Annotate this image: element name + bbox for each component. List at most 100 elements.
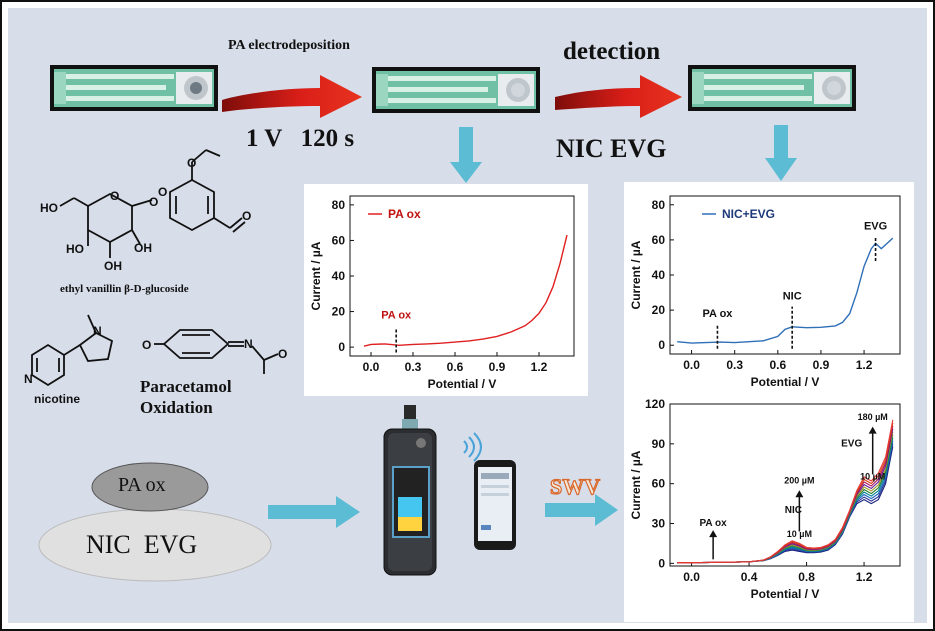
x-tick-label: 0.3: [405, 360, 422, 374]
portable-potentiostat: [383, 405, 516, 576]
red-arrow-step2: [555, 75, 682, 118]
svg-text:OH: OH: [104, 259, 122, 273]
plot-frame: [349, 195, 575, 357]
svg-text:HO: HO: [66, 242, 84, 256]
annotation-evg: EVG: [841, 438, 862, 449]
x-tick-label: 0.6: [769, 358, 786, 372]
bubble-pa-ox: PA ox: [118, 474, 166, 496]
teal-arrow-down-1: [450, 127, 482, 183]
x-axis-label: Potential / V: [751, 375, 820, 389]
analyte-bubbles: [38, 462, 272, 582]
paracetamol-caption-line1: Paracetamol: [140, 377, 232, 396]
y-tick-label: 60: [652, 477, 666, 491]
x-tick-label: 0.9: [489, 360, 506, 374]
annotation-evg-high: 180 µM: [858, 412, 888, 422]
annotation-nic: NIC: [785, 505, 802, 516]
y-tick-label: 40: [652, 268, 666, 282]
arrow-nic-head: [795, 490, 804, 498]
x-tick-label: 0.8: [798, 570, 815, 584]
svg-text:O: O: [242, 209, 251, 223]
y-axis-label: Current / µA: [629, 240, 643, 309]
y-axis-label: Current / µA: [309, 241, 323, 310]
swv-curve-10: [677, 419, 894, 564]
y-tick-label: 80: [652, 198, 666, 212]
y-tick-label: 30: [652, 517, 666, 531]
svg-text:O: O: [278, 347, 287, 361]
y-tick-label: 40: [332, 269, 346, 283]
nicotine-caption: nicotine: [34, 392, 81, 406]
y-tick-label: 80: [332, 198, 346, 212]
red-arrow-step1: [222, 75, 362, 118]
svg-text:O: O: [187, 156, 196, 170]
svg-text:OH: OH: [134, 241, 152, 255]
ethyl-vanillin-glucoside-structure: O O O HO HO OH OH O O: [40, 149, 251, 273]
svg-text:N: N: [93, 324, 102, 338]
annotation-nic-low: 10 µM: [787, 529, 812, 539]
step2-analytes: NIC EVG: [556, 134, 667, 163]
x-tick-label: 0.3: [726, 358, 743, 372]
vanillin-caption: ethyl vanillin β-D-glucoside: [60, 283, 189, 295]
bubble-nic-evg: NIC EVG: [86, 530, 198, 559]
svg-text:N: N: [244, 337, 253, 351]
x-tick-label: 0.0: [683, 358, 700, 372]
technique-label: SWV: [549, 473, 601, 499]
x-tick-label: 0.9: [813, 358, 830, 372]
annotation-nic-high: 200 µM: [784, 476, 814, 486]
y-tick-label: 90: [652, 437, 666, 451]
annotation-pa-ox: PA ox: [381, 310, 412, 322]
annotation-pa-ox: PA ox: [700, 518, 728, 529]
x-tick-label: 0.0: [683, 570, 700, 584]
series-line-nic-evg: [677, 237, 894, 344]
step2-label: detection: [563, 38, 661, 65]
step1-params: 1 V 120 s: [246, 125, 355, 152]
x-tick-label: 0.0: [363, 360, 380, 374]
electrode-bare: [50, 65, 218, 111]
x-tick-label: 1.2: [856, 570, 873, 584]
electrode-modified: [372, 67, 540, 113]
x-axis-label: Potential / V: [751, 587, 820, 601]
annotation-pa-ox: PA ox: [702, 308, 733, 320]
annotation-evg: EVG: [864, 220, 887, 232]
y-tick-label: 120: [645, 397, 665, 411]
series-line-pa-ox: [363, 234, 568, 347]
paracetamol-oxidation-structure: O N O: [142, 329, 287, 374]
y-tick-label: 0: [658, 338, 665, 352]
y-tick-label: 60: [652, 233, 666, 247]
legend-label: NIC+EVG: [722, 207, 775, 221]
electrode-detection: [688, 65, 856, 111]
svg-text:N: N: [24, 372, 33, 386]
y-tick-label: 20: [332, 305, 346, 319]
x-tick-label: 0.6: [447, 360, 464, 374]
svg-text:HO: HO: [40, 201, 58, 215]
teal-arrow-down-2: [765, 125, 797, 181]
y-tick-label: 0: [658, 556, 665, 570]
teal-arrow-right-2: [545, 494, 618, 526]
arrow-evg-head: [868, 426, 877, 434]
y-tick-label: 20: [652, 303, 666, 317]
x-tick-label: 0.4: [741, 570, 758, 584]
x-axis-label: Potential / V: [428, 377, 497, 391]
annotation-evg-low: 10 µM: [860, 472, 885, 482]
legend-label: PA ox: [388, 207, 421, 221]
svg-text:O: O: [142, 338, 151, 352]
arrow-pa-ox-head: [709, 530, 718, 538]
x-tick-label: 1.2: [856, 358, 873, 372]
svg-text:O: O: [158, 185, 167, 199]
step1-label: PA electrodeposition: [228, 38, 350, 53]
y-axis-label: Current / µA: [629, 450, 643, 519]
paracetamol-caption-line2: Oxidation: [140, 398, 213, 417]
swv-curve-5: [677, 434, 894, 564]
x-tick-label: 1.2: [531, 360, 548, 374]
svg-text:O: O: [149, 195, 158, 209]
y-tick-label: 60: [332, 233, 346, 247]
nicotine-structure: N N: [24, 314, 114, 387]
svg-text:O: O: [110, 189, 119, 203]
teal-arrow-right-1: [268, 496, 360, 528]
